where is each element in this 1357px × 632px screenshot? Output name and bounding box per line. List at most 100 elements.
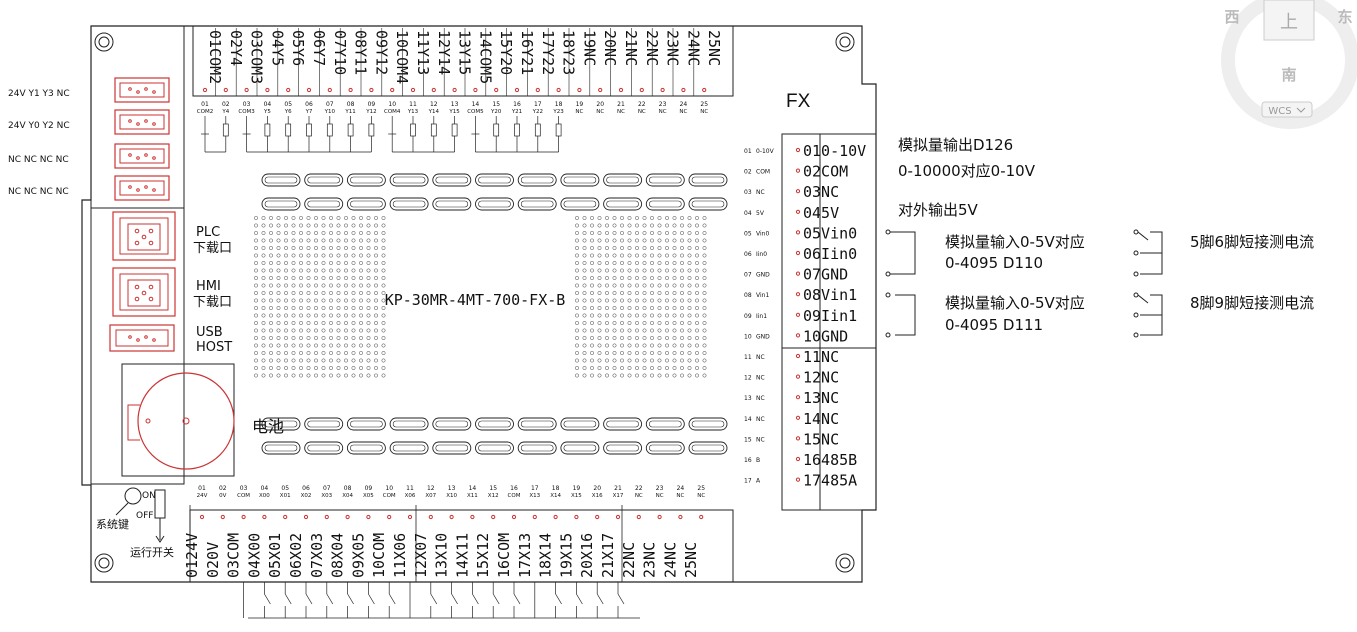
- grid-dot: [605, 336, 609, 340]
- slot: [560, 197, 600, 211]
- hmi-label-2: 下载口: [193, 295, 232, 310]
- viewcube-top-face[interactable]: [1263, 0, 1315, 41]
- grid-dot: [374, 223, 378, 228]
- grid-dot: [672, 291, 677, 295]
- top-pin-label: 16Y21: [518, 30, 536, 75]
- grid-dot: [359, 373, 363, 378]
- grid-dot: [612, 366, 617, 370]
- bottom-pin-label: 06X02: [287, 533, 305, 578]
- bottom-pin-label: 0124V: [183, 533, 201, 578]
- grid-dot: [597, 223, 602, 228]
- grid-dot: [254, 336, 258, 340]
- slot: [645, 441, 685, 455]
- slot-inner: [691, 176, 725, 184]
- viewcube-south-label[interactable]: 南: [1281, 66, 1296, 84]
- grid-dot: [276, 298, 281, 303]
- grid-dot: [650, 373, 654, 378]
- port-pin: [134, 284, 140, 290]
- grid-dot: [665, 216, 669, 220]
- grid-dot: [650, 231, 654, 235]
- grid-dot: [680, 328, 684, 333]
- bottom-small-num: 15: [489, 485, 497, 492]
- top-small-name: NC: [596, 109, 604, 115]
- pin-dot: [702, 87, 707, 93]
- grid-dot: [635, 276, 639, 280]
- grid-dot: [336, 216, 341, 220]
- grid-dot: [680, 306, 684, 310]
- right-small-name: Iin1: [756, 313, 767, 320]
- port-pin: [134, 228, 140, 234]
- grid-dot: [627, 343, 632, 348]
- top-pin-label: 06Y7: [310, 30, 328, 66]
- view-cube[interactable]: 上 西 东 南 WCS: [1221, 0, 1357, 129]
- pin-dot: [598, 87, 603, 93]
- grid-dot: [672, 328, 677, 333]
- slot-inner: [435, 420, 469, 428]
- grid-dot: [695, 328, 699, 333]
- grid-dot: [597, 343, 602, 348]
- grid-dot: [299, 328, 303, 333]
- grid-dot: [657, 261, 662, 265]
- grid-dot: [344, 343, 348, 348]
- grid-dot: [695, 336, 699, 340]
- grid-dot: [575, 291, 579, 295]
- left-connector: [114, 175, 170, 201]
- grid-dot: [635, 366, 639, 370]
- connector-pin: [144, 87, 148, 91]
- slot: [432, 197, 472, 211]
- slot-inner: [648, 420, 682, 428]
- grid-dot: [657, 268, 662, 273]
- grid-dot: [291, 223, 296, 228]
- pin-dot: [324, 514, 329, 520]
- grid-dot: [254, 268, 258, 273]
- grid-dot: [605, 366, 609, 370]
- grid-dot: [635, 283, 639, 288]
- top-small-num: 12: [430, 101, 438, 108]
- grid-dot: [276, 268, 281, 273]
- resistor: [285, 123, 292, 137]
- grid-dot: [329, 268, 333, 273]
- grid-dot: [284, 268, 288, 273]
- wcs-button[interactable]: [1261, 101, 1313, 118]
- grid-dot: [261, 306, 266, 310]
- bottom-pin-label: 22NC: [620, 542, 638, 578]
- grid-dot: [321, 231, 326, 235]
- grid-dot: [702, 223, 707, 228]
- grid-dot: [261, 246, 266, 250]
- grid-dot: [650, 238, 654, 243]
- grid-dot: [687, 328, 692, 333]
- grid-dot: [665, 343, 669, 348]
- bottom-pin-label: 20X16: [578, 533, 596, 578]
- grid-dot: [575, 253, 579, 258]
- viewcube-east-label[interactable]: 东: [1337, 8, 1352, 26]
- grid-dot: [329, 238, 333, 243]
- grid-dot: [702, 351, 707, 355]
- grid-dot: [291, 366, 296, 370]
- bottom-small-name: NC: [635, 493, 643, 499]
- grid-dot: [299, 336, 303, 340]
- grid-dot: [269, 291, 273, 295]
- grid-dot: [612, 291, 617, 295]
- bottom-small-num: 02: [219, 485, 227, 492]
- grid-dot: [620, 358, 624, 363]
- grid-dot: [284, 343, 288, 348]
- grid-dot: [590, 358, 594, 363]
- resistor: [306, 123, 312, 137]
- grid-dot: [575, 223, 579, 228]
- usb-label-2: HOST: [196, 340, 232, 355]
- grid-dot: [381, 276, 386, 280]
- grid-dot: [657, 343, 662, 348]
- grid-dot: [381, 216, 386, 220]
- grid-dot: [620, 306, 624, 310]
- grid-dot: [582, 246, 587, 250]
- pin-dot: [535, 87, 540, 93]
- bottom-small-num: 09: [365, 485, 373, 492]
- bottom-small-name: X07: [425, 493, 436, 499]
- grid-dot: [672, 373, 677, 378]
- viewcube-west-label[interactable]: 西: [1224, 8, 1239, 26]
- grid-dot: [254, 253, 258, 258]
- slot: [389, 173, 429, 187]
- grid-dot: [359, 253, 363, 258]
- grid-dot: [627, 253, 632, 258]
- grid-dot: [321, 216, 326, 220]
